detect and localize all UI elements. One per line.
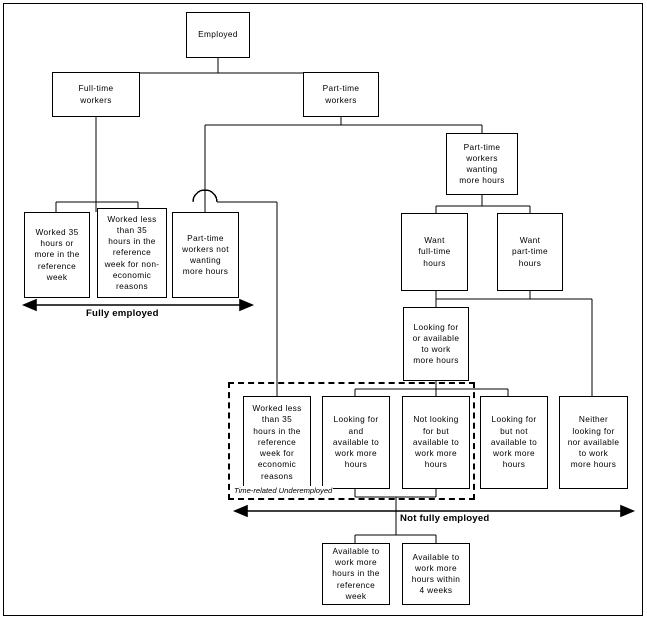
diagram-border xyxy=(3,3,643,616)
span-label-fully-employed: Fully employed xyxy=(86,308,159,319)
time-related-underemployed-label: Time-related Underemployed xyxy=(233,486,334,495)
node-employed[interactable]: Employed xyxy=(186,12,250,58)
span-label-not-fully-employed: Not fully employed xyxy=(400,513,490,524)
time-related-underemployed-region xyxy=(228,382,475,500)
node-employed-label: Employed xyxy=(198,29,238,40)
